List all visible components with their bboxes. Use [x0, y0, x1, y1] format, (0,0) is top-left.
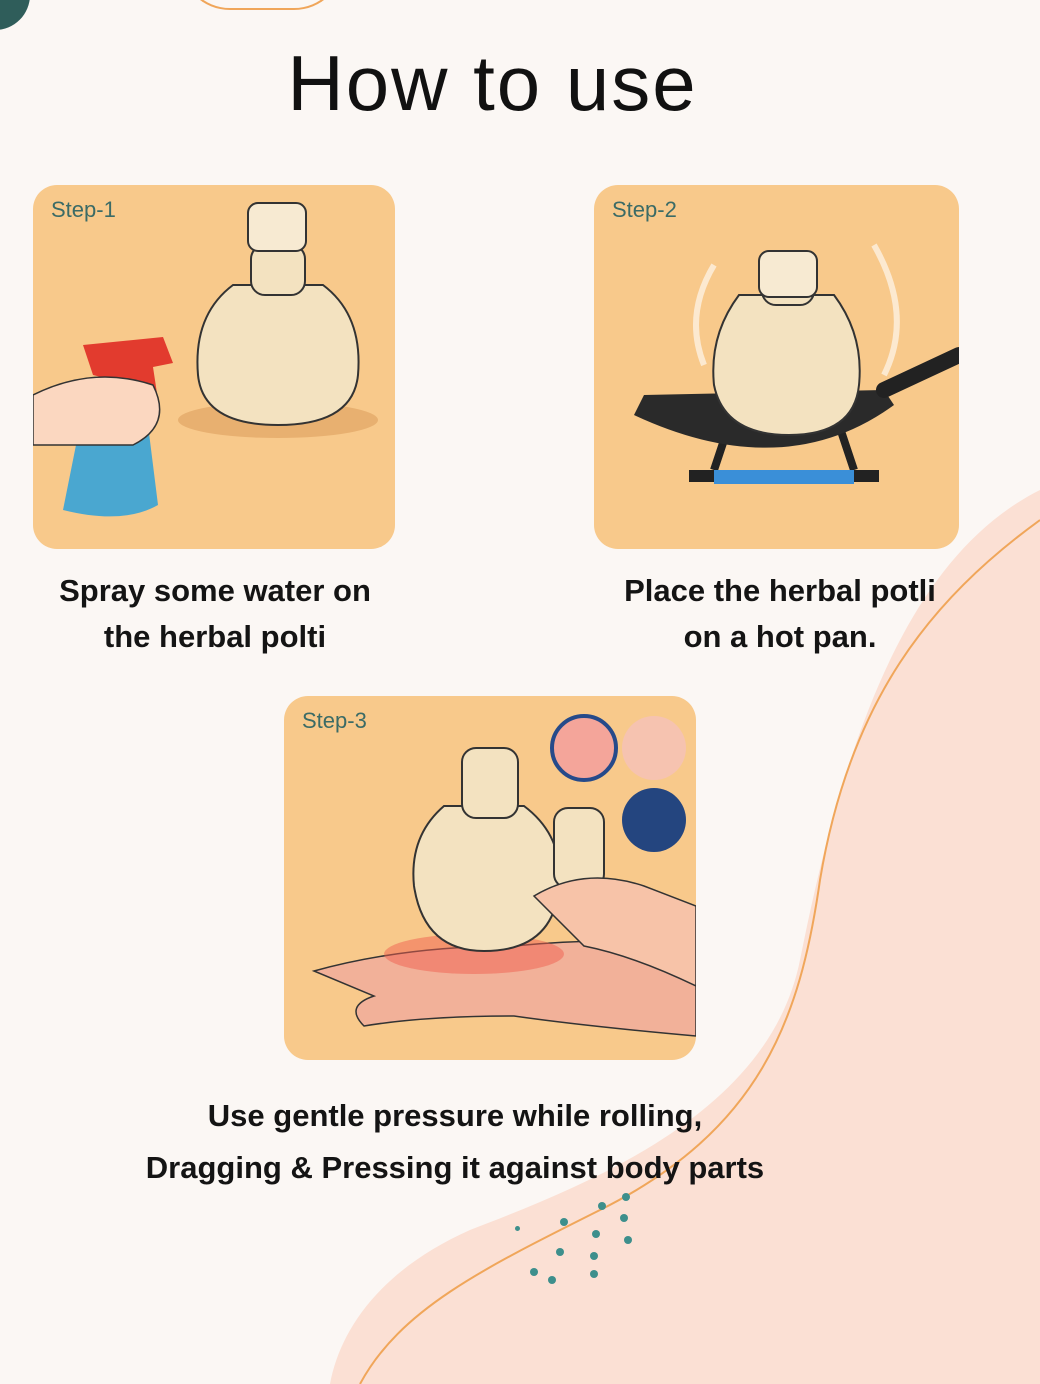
step-2-caption: Place the herbal potli on a hot pan. [580, 568, 980, 660]
hot-pan-illustration [634, 243, 959, 484]
step-3-caption: Use gentle pressure while rolling, Dragg… [100, 1090, 810, 1194]
caption-line: on a hot pan. [683, 619, 877, 654]
step-label: Step-3 [302, 708, 367, 733]
step-1-card: Step-1 [33, 185, 395, 549]
step-3-card: Step-3 [284, 696, 696, 1060]
spray-potli-illustration [33, 202, 378, 517]
step-2-card: Step-2 [594, 185, 959, 549]
step-label: Step-2 [612, 197, 677, 222]
press-potli-illustration [311, 714, 696, 1037]
caption-line: the herbal polti [103, 619, 327, 654]
caption-line: Dragging & Pressing it against body part… [145, 1150, 765, 1185]
step-label: Step-1 [51, 197, 116, 222]
caption-line: Use gentle pressure while rolling, [207, 1098, 703, 1133]
step-1-caption: Spray some water on the herbal polti [20, 568, 410, 660]
page-title: How to use [287, 39, 698, 127]
caption-line: Place the herbal potli [624, 573, 936, 608]
caption-line: Spray some water on [59, 573, 371, 608]
